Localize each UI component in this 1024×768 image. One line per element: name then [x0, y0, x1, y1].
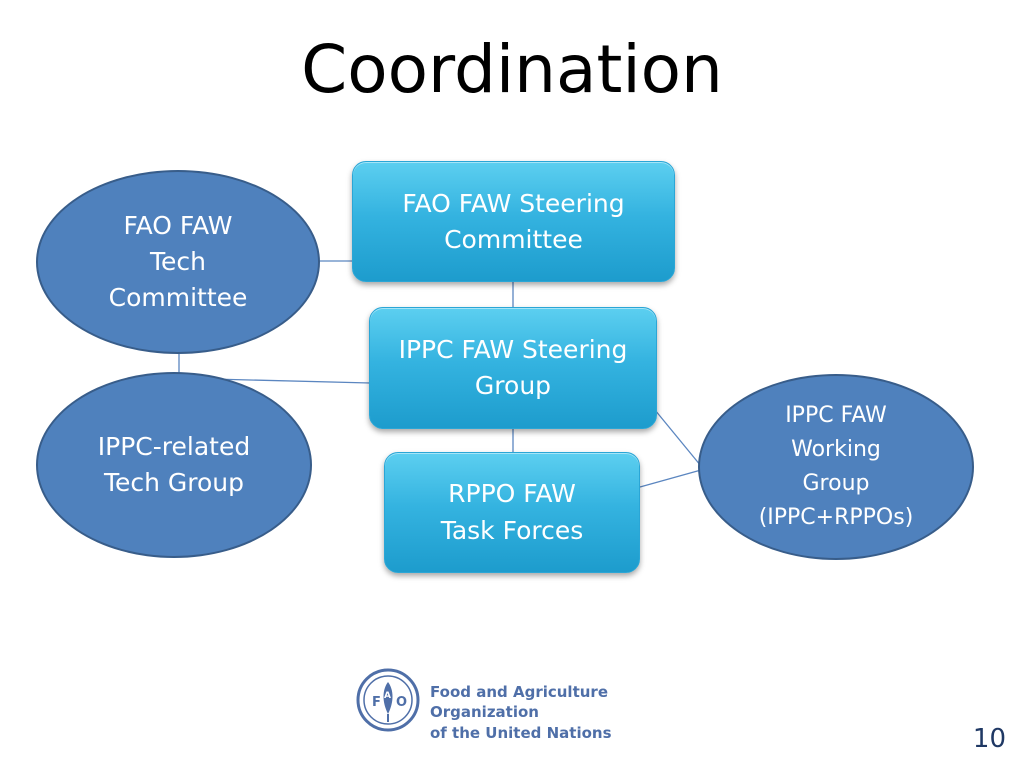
fao-logo: F O A Food and Agriculture Organization …	[356, 668, 686, 742]
node-rppo-faw-task-forces: RPPO FAW Task Forces	[384, 452, 640, 573]
node-label: IPPC FAW Steering Group	[398, 335, 628, 401]
node-ippc-faw-working-group: IPPC FAW Working Group (IPPC+RPPOs)	[698, 374, 974, 560]
node-fao-faw-steering-committee: FAO FAW Steering Committee	[352, 161, 675, 282]
fao-organization-name: Food and Agriculture Organization of the…	[430, 683, 612, 742]
node-label: RPPO FAW Task Forces	[440, 479, 584, 545]
slide-title: Coordination	[301, 31, 723, 108]
svg-text:F: F	[372, 695, 381, 710]
edge-ippc-steering-to-ippc-working	[654, 409, 702, 467]
svg-text:A: A	[384, 691, 391, 701]
node-label: FAO FAW Steering Committee	[402, 189, 625, 255]
fao-emblem-icon: F O A	[356, 668, 420, 732]
node-ippc-related-tech-group: IPPC-related Tech Group	[36, 372, 312, 558]
node-label: FAO FAW Tech Committee	[108, 210, 248, 313]
page-number: 10	[972, 724, 1006, 754]
edge-ippc-related-to-ippc-steering	[211, 378, 371, 384]
node-ippc-faw-steering-group: IPPC FAW Steering Group	[369, 307, 657, 429]
edge-rppo-to-ippc-working	[639, 469, 702, 488]
node-fao-faw-tech-committee: FAO FAW Tech Committee	[36, 170, 320, 354]
svg-text:O: O	[396, 695, 407, 710]
node-label: IPPC FAW Working Group (IPPC+RPPOs)	[758, 402, 914, 531]
node-label: IPPC-related Tech Group	[97, 431, 251, 497]
